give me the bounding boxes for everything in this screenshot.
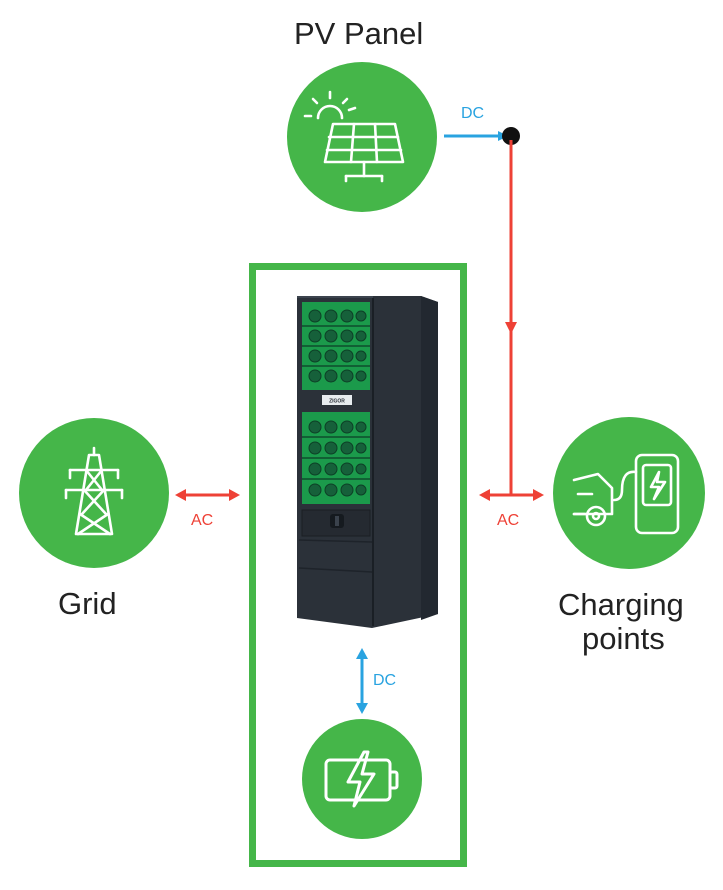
dc-bottom-arrow [356, 648, 368, 714]
inverter-cabinet: ZIGOR [297, 296, 438, 628]
ac-label-left: AC [191, 512, 214, 529]
lower-module-block [302, 412, 370, 504]
pv-panel-label: PV Panel [294, 16, 424, 51]
junction-node [502, 127, 520, 145]
upper-module-block [302, 302, 370, 390]
grid-label: Grid [58, 586, 117, 621]
ac-right-arrow [479, 489, 544, 501]
system-boundary-frame [249, 263, 467, 867]
charging-points-node [553, 417, 705, 569]
dc-label-top: DC [461, 105, 485, 122]
ev-charger-icon [572, 453, 680, 535]
ac-label-right: AC [497, 512, 520, 529]
charging-points-label-line1: Charging [558, 587, 684, 622]
power-tower-icon [64, 446, 124, 536]
grid-node [19, 418, 169, 568]
pv-panel-node [287, 62, 437, 212]
cabinet-badge: ZIGOR [329, 399, 345, 405]
ac-left-arrow [175, 489, 240, 501]
charging-points-label-line2: points [582, 621, 665, 656]
pv-dc-connector [444, 127, 520, 145]
ac-vertical-connector [505, 140, 517, 495]
dc-label-bottom: DC [373, 672, 397, 689]
battery-node [302, 719, 422, 839]
solar-panel-icon [303, 90, 405, 183]
battery-charging-icon [324, 750, 399, 808]
